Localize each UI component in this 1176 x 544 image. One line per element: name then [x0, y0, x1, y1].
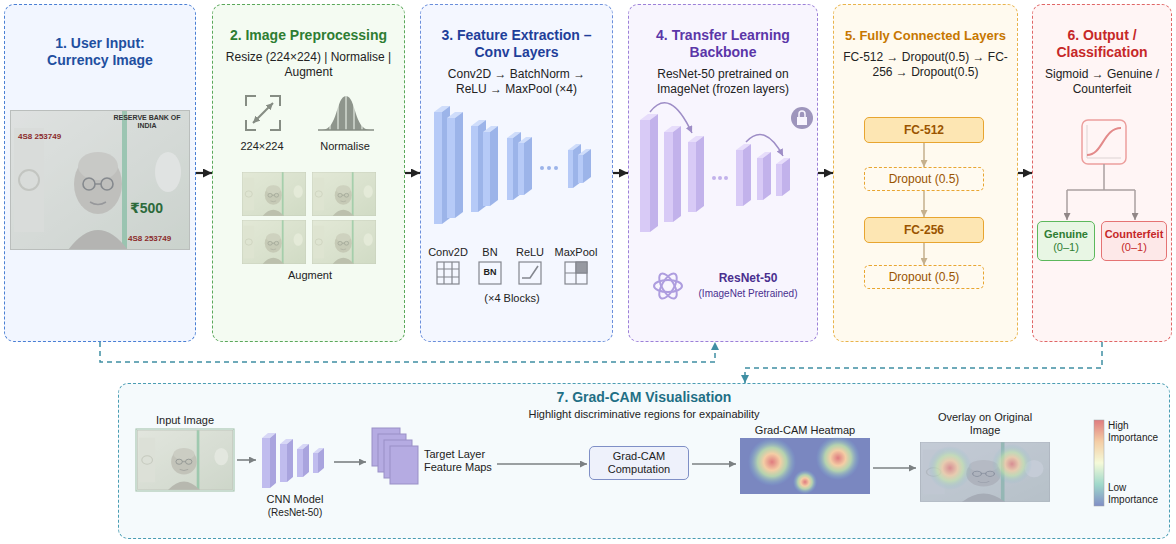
model-name: ResNet-50: [690, 271, 806, 285]
icon-caption: 224×224: [222, 140, 302, 153]
box-label: FC-512: [904, 123, 944, 137]
layer-box: FC-512: [864, 117, 984, 143]
class-box: Counterfeit(0–1): [1101, 221, 1167, 261]
image-caption: Input Image: [135, 414, 235, 427]
box-label: Genuine: [1044, 228, 1088, 241]
dropout-box: Dropout (0.5): [864, 265, 984, 289]
panel-title: 2. Image Preprocessing: [230, 27, 387, 44]
panel-title: 3. Feature Extraction – Conv Layers: [426, 27, 607, 61]
image-caption: Grad-CAM Heatmap: [740, 424, 870, 437]
dashed-connector: [100, 342, 715, 362]
box-label: FC-256: [904, 223, 944, 237]
layer-box: FC-256: [864, 217, 984, 243]
serial-number: 4S8 253749: [128, 234, 188, 244]
class-box: Genuine(0–1): [1037, 221, 1095, 261]
stage-panel: 5. Fully Connected LayersFC-512 → Dropou…: [833, 4, 1018, 342]
panel-title: 6. Output / Classification: [1038, 27, 1166, 61]
dashed-connector: [745, 342, 1102, 383]
flow-arrow: [1018, 172, 1032, 174]
panel-subtitle: Conv2D → BatchNorm → ReLU → MaxPool (×4): [432, 67, 602, 97]
panel-subtitle: FC-512 → Dropout(0.5) → FC-256 → Dropout…: [841, 50, 1011, 80]
note-print: RESERVE BANK OF INDIA: [106, 114, 188, 131]
layer-caption: Conv2D: [423, 246, 473, 259]
scale-label: High Importance: [1108, 420, 1166, 444]
box-label: Grad-CAM Computation: [593, 450, 685, 476]
icon-caption: Augment: [270, 269, 350, 282]
layer-caption: ReLU: [510, 246, 550, 259]
process-box: Grad-CAM Computation: [589, 446, 689, 480]
panel-subtitle: Sigmoid → Genuine / Counterfeit: [1038, 67, 1166, 97]
box-label: Dropout (0.5): [889, 172, 960, 186]
serial-number: 4S8 253749: [18, 132, 78, 142]
flow-arrow: [405, 172, 420, 174]
scale-label: Low Importance: [1108, 482, 1166, 506]
box-label: Dropout (0.5): [889, 270, 960, 284]
image-caption: Target Layer Feature Maps: [424, 448, 492, 474]
panel-title: 4. Transfer Learning Backbone: [634, 27, 812, 61]
flow-arrow: [613, 172, 628, 174]
flow-arrow: [818, 172, 833, 174]
stage-panel: 2. Image PreprocessingResize (224×224) |…: [212, 4, 405, 342]
panel-subtitle: ResNet-50 pretrained on ImageNet (frozen…: [641, 67, 806, 97]
panel-subtitle: Highlight discriminative regions for exp…: [528, 408, 759, 421]
image-caption: CNN Model: [250, 493, 340, 506]
model-note: (ImageNet Pretrained): [690, 288, 806, 300]
flow-arrow: [196, 172, 212, 174]
dropout-box: Dropout (0.5): [864, 167, 984, 191]
icon-text: BN: [479, 267, 501, 278]
layer-caption: MaxPool: [548, 246, 604, 259]
box-label: (0–1): [1053, 241, 1079, 254]
panel-title: 5. Fully Connected Layers: [845, 27, 1006, 44]
image-caption: (ResNet-50): [250, 507, 340, 519]
stage-panel: 3. Feature Extraction – Conv LayersConv2…: [420, 4, 613, 342]
layer-caption: BN: [470, 246, 510, 259]
panel-title: 1. User Input: Currency Image: [35, 35, 165, 69]
icon-caption: Normalise: [305, 140, 385, 153]
block-note: (×4 Blocks): [462, 292, 562, 305]
stage-panel: 6. Output / ClassificationSigmoid → Genu…: [1032, 4, 1172, 342]
denomination: ₹500: [130, 200, 186, 217]
panel-title: 7. Grad-CAM Visualisation: [557, 389, 732, 406]
panel-subtitle: Resize (224×224) | Normalise | Augment: [224, 50, 394, 80]
box-label: Counterfeit: [1105, 228, 1164, 241]
box-label: (0–1): [1121, 241, 1147, 254]
image-caption: Overlay on Original Image: [925, 411, 1045, 437]
stage-panel: 1. User Input: Currency Image: [4, 4, 196, 342]
